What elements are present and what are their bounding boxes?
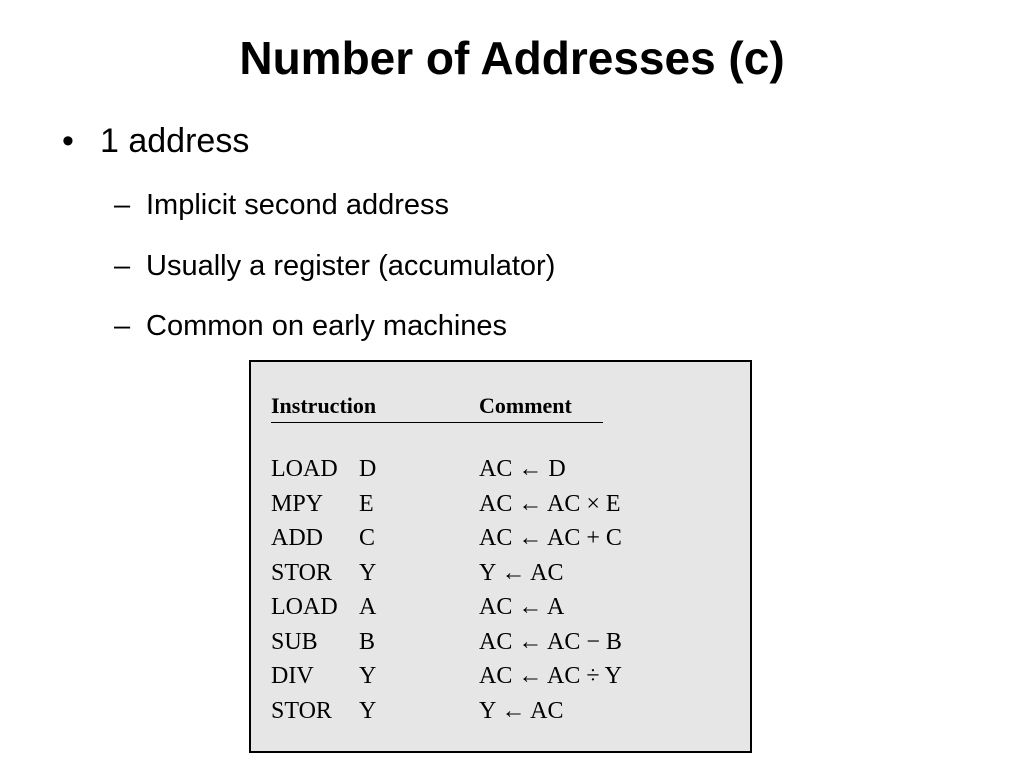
row-operand: Y <box>359 559 377 586</box>
row-operand: A <box>359 594 377 620</box>
row-operand: Y <box>359 663 377 689</box>
table-row: MPY E AC ← AC × E <box>271 487 731 522</box>
row-operand: E <box>359 490 374 517</box>
bullet-text: 1 address <box>100 122 250 160</box>
table-row: LOAD A AC ← A <box>271 590 731 625</box>
bullet-1-address: • 1 address <box>62 118 249 164</box>
table-body: LOAD D AC ← D MPY E AC ← AC × E ADD C AC… <box>271 452 731 728</box>
table-row: ADD C AC ← AC + C <box>271 521 731 556</box>
table-row: SUB B AC ← AC − B <box>271 625 731 660</box>
row-opcode: ADD <box>271 525 323 551</box>
row-opcode: DIV <box>271 663 314 689</box>
row-opcode: STOR <box>271 559 332 586</box>
sub-bullet-text: Usually a register (accumulator) <box>146 250 556 282</box>
instruction-table: Instruction Comment LOAD D AC ← D MPY E … <box>249 360 752 753</box>
row-comment: AC ← AC × E <box>479 490 621 517</box>
sub-bullet-marker: – <box>114 310 131 342</box>
row-opcode: LOAD <box>271 594 338 620</box>
row-operand: D <box>359 456 377 482</box>
table-header: Instruction Comment <box>271 392 603 423</box>
row-comment: AC ← AC + C <box>479 525 622 551</box>
row-opcode: MPY <box>271 490 324 517</box>
sub-bullet-marker: – <box>114 250 131 282</box>
sub-bullet-text: Common on early machines <box>146 310 508 342</box>
sub-bullet-marker: – <box>114 189 131 221</box>
header-comment: Comment <box>479 393 572 418</box>
row-comment: AC ← AC − B <box>479 628 622 655</box>
sub-bullet-text: Implicit second address <box>146 189 450 221</box>
header-instruction: Instruction <box>271 393 377 418</box>
row-comment: AC ← D <box>479 456 566 482</box>
row-comment: AC ← A <box>479 594 565 620</box>
bullet-marker: • <box>62 122 74 160</box>
row-opcode: LOAD <box>271 456 338 482</box>
sub-bullet-implicit-second-address: – Implicit second address <box>114 185 449 225</box>
row-operand: C <box>359 525 376 551</box>
row-operand: Y <box>359 697 377 724</box>
row-opcode: SUB <box>271 628 318 655</box>
sub-bullet-common-early-machines: – Common on early machines <box>114 306 507 346</box>
row-comment: Y ← AC <box>479 697 564 724</box>
row-comment: AC ← AC ÷ Y <box>479 663 622 689</box>
sub-bullet-usually-register: – Usually a register (accumulator) <box>114 246 555 286</box>
table-row: LOAD D AC ← D <box>271 452 731 487</box>
row-operand: B <box>359 628 376 655</box>
table-row: DIV Y AC ← AC ÷ Y <box>271 659 731 694</box>
row-opcode: STOR <box>271 697 332 724</box>
row-comment: Y ← AC <box>479 559 564 586</box>
table-row: STOR Y Y ← AC <box>271 556 731 591</box>
slide-title: Number of Addresses (c) <box>239 32 785 84</box>
table-row: STOR Y Y ← AC <box>271 694 731 729</box>
